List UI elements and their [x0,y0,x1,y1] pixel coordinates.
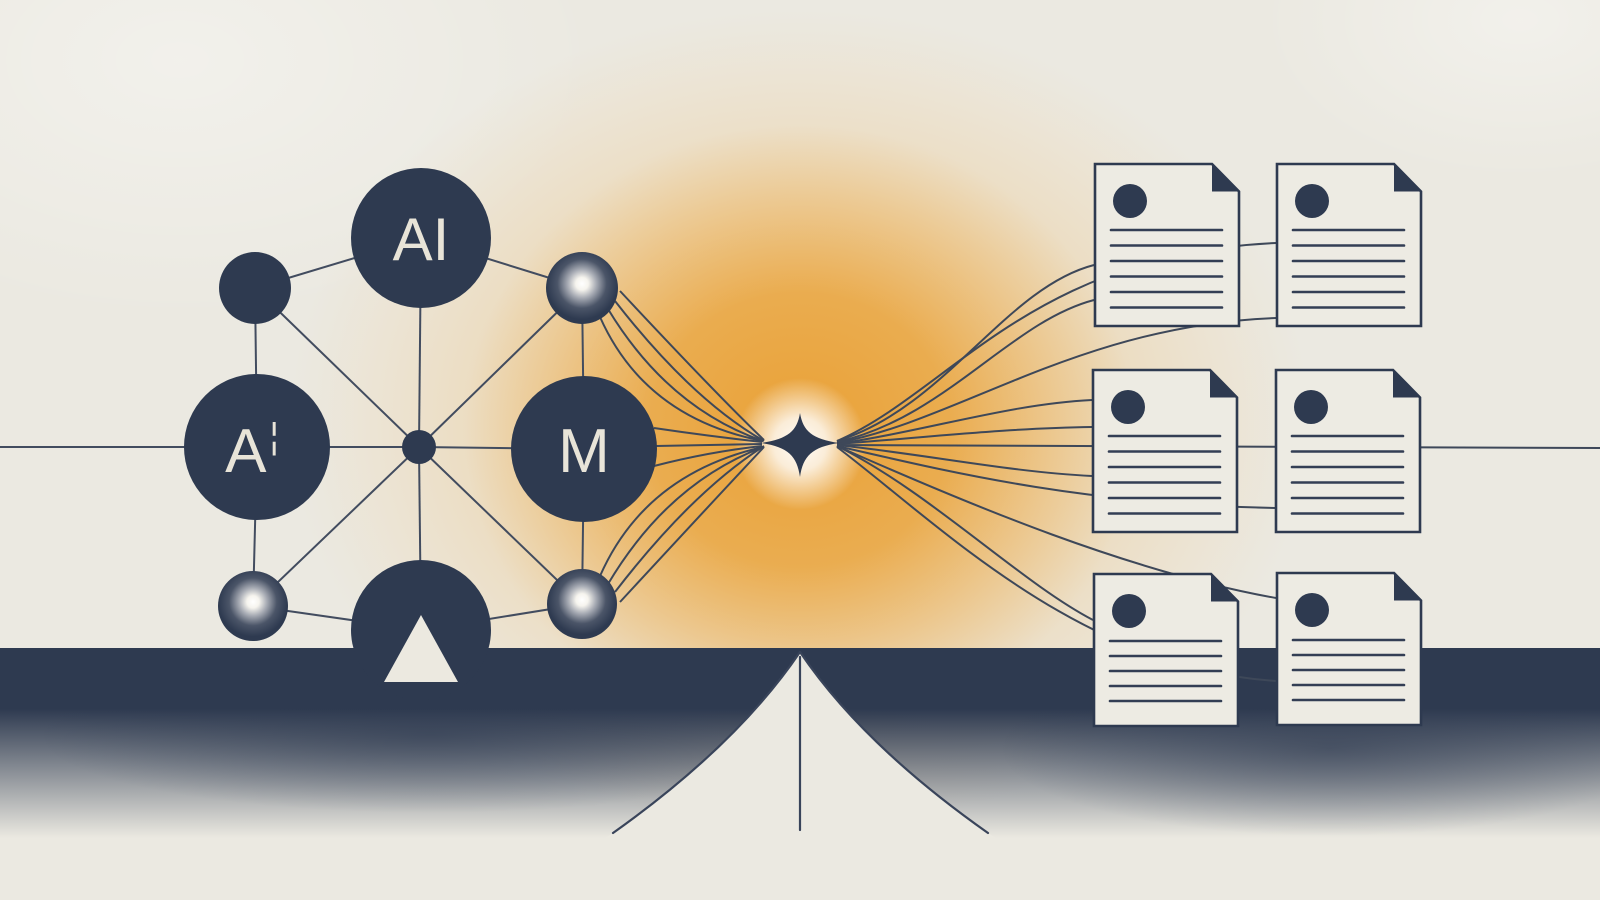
node-m: M [511,376,657,522]
hub-dot [402,430,436,464]
node-ai-label: AI [393,206,450,273]
triangle-icon [384,615,458,682]
node-a-label: A¦ [225,415,279,486]
light-cone [565,650,1035,862]
node-dot-top-left [219,252,291,324]
node-a-letter: A [225,417,267,486]
sphere-node-bottom-left [218,571,288,641]
beam-line-right [798,650,990,835]
document-icon-2 [1275,162,1423,328]
corner-light-right [1260,0,1600,180]
node-a-mark: ¦ [270,415,279,456]
network-nodes: AI A¦ M [184,168,657,700]
sparkle-icon [761,413,839,477]
beam-line-left [611,650,802,835]
node-a: A¦ [184,374,330,520]
node-triangle [351,560,491,700]
node-ai: AI [351,168,491,308]
node-m-label: M [558,417,610,486]
sphere-node-bottom-right [547,569,617,639]
document-icon-5 [1092,572,1240,728]
sphere-node-top-right [546,252,618,324]
document-icon-4 [1274,368,1422,534]
converging-lines [599,290,765,603]
document-icon-6 [1275,571,1423,727]
document-icon-1 [1093,162,1241,328]
document-icon-3 [1091,368,1239,534]
